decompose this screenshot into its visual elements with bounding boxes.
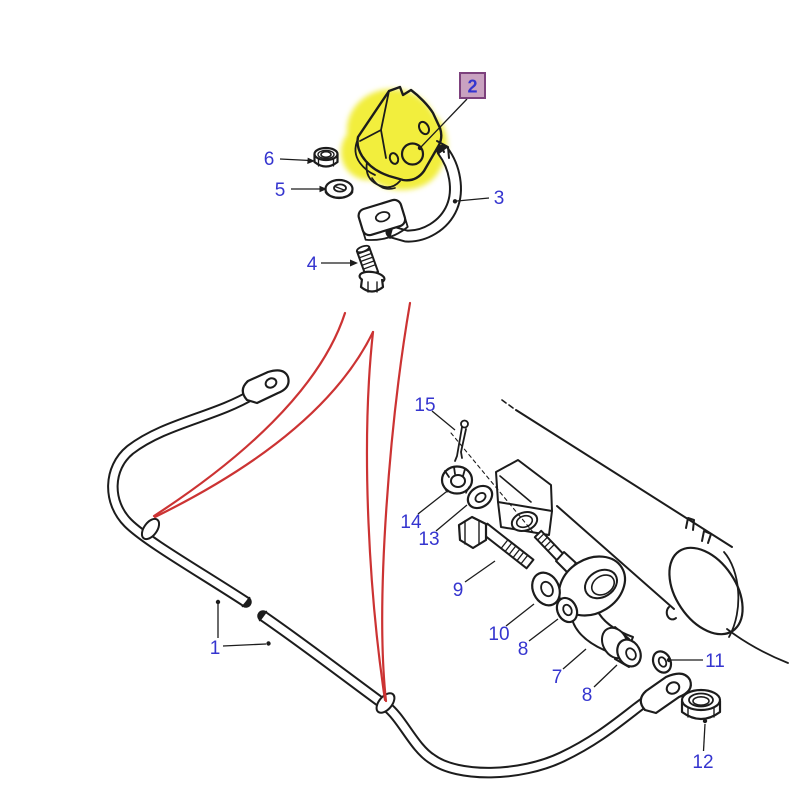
callout-9-label[interactable]: 9 xyxy=(453,580,464,601)
part-bushing-highlighted[interactable] xyxy=(354,85,443,190)
callout-9[interactable]: 9 xyxy=(453,560,496,601)
callout-13[interactable]: 13 xyxy=(418,504,468,550)
part-bolt-4[interactable] xyxy=(355,244,386,293)
part-washer-13[interactable] xyxy=(464,481,497,512)
callout-14-label[interactable]: 14 xyxy=(400,512,422,533)
callout-15[interactable]: 15 xyxy=(414,395,456,431)
callout-10[interactable]: 10 xyxy=(488,603,535,645)
callout-7[interactable]: 7 xyxy=(552,648,587,688)
callout-8-lower[interactable]: 8 xyxy=(582,664,618,706)
callout-13-label[interactable]: 13 xyxy=(418,529,439,550)
part-washer-10[interactable] xyxy=(527,568,565,610)
axle-tube xyxy=(501,399,789,664)
callout-8-lower-label[interactable]: 8 xyxy=(582,685,593,706)
part-clamp-plate xyxy=(357,198,409,241)
part-washer-8-upper[interactable] xyxy=(553,595,581,626)
callout-11[interactable]: 11 xyxy=(666,651,725,672)
callout-8-upper-label[interactable]: 8 xyxy=(518,639,529,660)
callout-4[interactable]: 4 xyxy=(307,254,358,275)
callout-3-label[interactable]: 3 xyxy=(494,188,505,209)
callout-15-label[interactable]: 15 xyxy=(414,395,435,416)
callout-6-label[interactable]: 6 xyxy=(264,149,275,170)
part-washer-11[interactable] xyxy=(650,648,675,675)
bushing-position-pointer-lines xyxy=(152,301,412,703)
part-bolt-9[interactable] xyxy=(457,515,535,570)
callouts: 1 2 3 4 5 6 7 xyxy=(210,72,725,773)
callout-6[interactable]: 6 xyxy=(264,149,315,170)
part-bush-8-lower[interactable] xyxy=(613,635,646,670)
part-nut-6[interactable] xyxy=(313,146,339,168)
callout-1-label[interactable]: 1 xyxy=(210,638,221,659)
part-castle-nut[interactable] xyxy=(440,465,474,495)
assembly-axis-dashed-line xyxy=(450,432,548,550)
callout-2-selected[interactable]: 2 xyxy=(417,72,486,151)
callout-4-label[interactable]: 4 xyxy=(307,254,318,275)
callout-14[interactable]: 14 xyxy=(400,491,447,533)
callout-10-label[interactable]: 10 xyxy=(488,624,509,645)
part-cotter-pin[interactable] xyxy=(454,419,469,462)
part-nut-12[interactable] xyxy=(680,688,722,721)
part-washer-5[interactable] xyxy=(324,178,354,200)
callout-5[interactable]: 5 xyxy=(275,180,327,201)
callout-5-label[interactable]: 5 xyxy=(275,180,286,201)
callout-12-label[interactable]: 12 xyxy=(692,752,713,773)
callout-2-highlight-box xyxy=(459,72,486,99)
callout-8-upper[interactable]: 8 xyxy=(518,618,559,660)
part-stabilizer-bar[interactable] xyxy=(107,369,692,779)
callout-2-label[interactable]: 2 xyxy=(467,77,477,97)
callout-1[interactable]: 1 xyxy=(210,599,271,659)
callout-12[interactable]: 12 xyxy=(692,718,714,773)
callout-7-label[interactable]: 7 xyxy=(552,667,563,688)
callout-11-label[interactable]: 11 xyxy=(705,651,725,672)
callout-3[interactable]: 3 xyxy=(452,188,505,209)
